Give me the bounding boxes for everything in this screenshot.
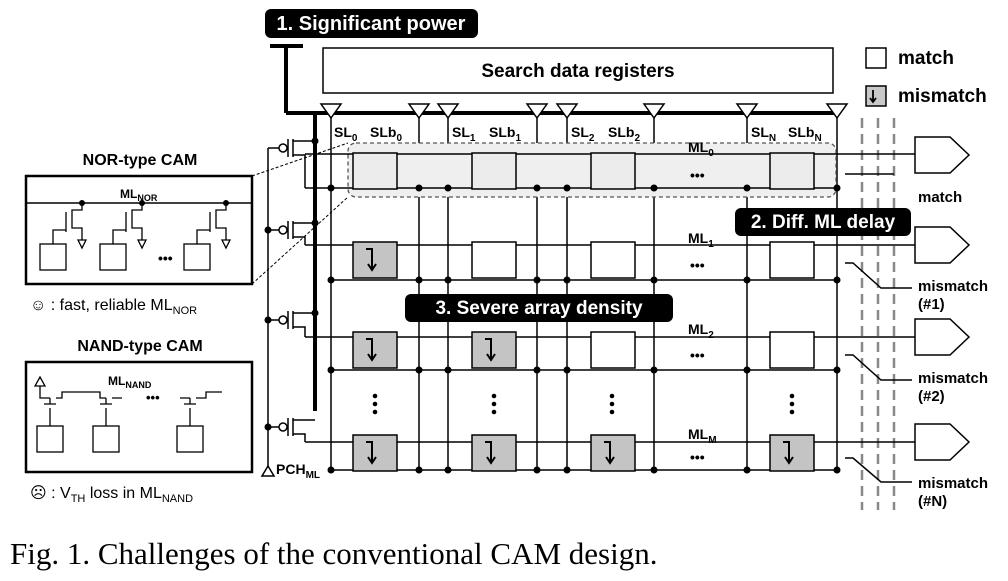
discharge-arrow-icon xyxy=(485,441,496,465)
dashed-lines xyxy=(860,118,896,510)
svg-text:ML1: ML1 xyxy=(688,230,714,250)
nand-note: ☹ : VTH loss in MLNAND xyxy=(30,485,193,505)
svg-text:(#N): (#N) xyxy=(918,493,947,510)
svg-text:3. Severe array density: 3. Severe array density xyxy=(435,298,642,319)
cam-cell-mismatch xyxy=(471,331,517,369)
cam-cell-match xyxy=(471,241,517,279)
sl-label-0: SL0 xyxy=(334,124,358,144)
cam-challenges-diagram: 1. Significant power Search data registe… xyxy=(24,9,988,510)
sl-label-n: SLN xyxy=(751,124,776,144)
slb-label-2: SLb2 xyxy=(608,124,640,144)
column-labels: SL0 SLb0 SL1 SLb1 SL2 SLb2 SLN SLbN xyxy=(334,124,822,144)
driver-triangle xyxy=(525,103,549,120)
svg-text:match: match xyxy=(918,189,962,206)
nor-cam-inset: NOR-type CAM MLNOR ••• ☺ : fast, rel xyxy=(24,142,349,317)
sl-label-1: SL1 xyxy=(452,124,476,144)
svg-text:NOR-type CAM: NOR-type CAM xyxy=(83,152,198,169)
discharge-arrow-icon xyxy=(485,338,496,362)
waveforms xyxy=(845,173,912,483)
driver-triangle xyxy=(735,103,759,120)
svg-text:MLNOR: MLNOR xyxy=(120,187,158,203)
cam-cell-match xyxy=(352,152,398,190)
svg-text:NAND-type CAM: NAND-type CAM xyxy=(77,338,202,355)
svg-text:ML2: ML2 xyxy=(688,321,714,341)
svg-text:match: match xyxy=(898,48,954,69)
cam-cell-mismatch xyxy=(352,241,398,279)
svg-text:(#1): (#1) xyxy=(918,296,945,313)
nand-cam-inset: NAND-type CAM MLNAND ••• ☹ : VTH loss in… xyxy=(24,338,254,505)
svg-text:•••: ••• xyxy=(690,257,705,273)
svg-text:mismatch: mismatch xyxy=(918,278,988,295)
svg-text:mismatch: mismatch xyxy=(898,86,987,107)
figure-caption: Fig. 1. Challenges of the conventional C… xyxy=(10,536,658,571)
sense-amp-ml0 xyxy=(914,136,971,174)
cam-cell-match xyxy=(769,241,815,279)
svg-text:Search data registers: Search data registers xyxy=(481,61,674,82)
cam-cell-match xyxy=(590,331,636,369)
search-data-registers: Search data registers xyxy=(322,47,834,94)
sense-amp-ml2 xyxy=(914,318,971,356)
slb-label-0: SLb0 xyxy=(370,124,402,144)
sl-label-2: SL2 xyxy=(571,124,595,144)
svg-text:ML0: ML0 xyxy=(688,139,714,159)
svg-text:1. Significant power: 1. Significant power xyxy=(277,13,466,35)
sl-drivers xyxy=(319,103,849,120)
cam-cell-match xyxy=(769,331,815,369)
driver-triangle xyxy=(319,103,343,120)
sense-amp-mlm xyxy=(914,423,971,461)
slb-label-n: SLbN xyxy=(788,124,822,144)
callout-significant-power: 1. Significant power xyxy=(265,9,478,38)
discharge-arrow-icon xyxy=(783,441,794,465)
svg-text:•••: ••• xyxy=(146,390,160,405)
discharge-arrow-icon xyxy=(604,441,615,465)
svg-text:mismatch: mismatch xyxy=(918,475,988,492)
cam-cell-mismatch xyxy=(471,434,517,472)
svg-text:PCHML: PCHML xyxy=(276,461,320,481)
discharge-arrow-icon xyxy=(366,441,377,465)
legend-match-swatch xyxy=(865,47,887,69)
svg-text:2. Diff. ML delay: 2. Diff. ML delay xyxy=(751,212,896,233)
cam-cell-match xyxy=(590,152,636,190)
row-ellipsis xyxy=(372,393,795,415)
svg-text:•••: ••• xyxy=(690,449,705,465)
ml-labels: ML0 ML1 ML2 MLM xyxy=(688,139,717,446)
svg-text:(#2): (#2) xyxy=(918,388,945,405)
junction-dots xyxy=(311,137,841,474)
svg-text:MLNAND: MLNAND xyxy=(108,374,152,390)
sense-amp-ml1 xyxy=(914,226,971,264)
driver-triangle xyxy=(825,103,849,120)
cam-cell-match xyxy=(769,152,815,190)
pch-dots xyxy=(264,219,319,431)
cam-cell-mismatch xyxy=(769,434,815,472)
cam-cell-match xyxy=(471,152,517,190)
svg-text:•••: ••• xyxy=(158,250,173,266)
driver-triangle xyxy=(407,103,431,120)
discharge-arrow-icon xyxy=(366,248,377,272)
callout-diff-ml-delay: 2. Diff. ML delay xyxy=(735,208,911,236)
driver-triangle xyxy=(436,103,460,120)
precharge-network xyxy=(267,113,317,462)
legend: match mismatch xyxy=(865,47,987,107)
cam-cell-match xyxy=(590,241,636,279)
cam-cell-mismatch xyxy=(590,434,636,472)
discharge-arrow-icon xyxy=(366,338,377,362)
sense-amps xyxy=(914,136,971,461)
cam-cell-mismatch xyxy=(352,331,398,369)
nor-note: ☺ : fast, reliable MLNOR xyxy=(30,297,197,317)
output-labels: match mismatch (#1) mismatch (#2) mismat… xyxy=(918,189,988,510)
cam-cell-mismatch xyxy=(352,434,398,472)
pch-ml-label: PCHML xyxy=(260,461,320,481)
svg-text:MLM: MLM xyxy=(688,426,717,446)
svg-text:•••: ••• xyxy=(690,347,705,363)
driver-triangle xyxy=(555,103,579,120)
column-ellipsis: ••• ••• ••• ••• xyxy=(690,167,705,465)
legend-mismatch-swatch xyxy=(865,85,887,107)
callout-severe-array-density: 3. Severe array density xyxy=(405,294,673,322)
svg-text:mismatch: mismatch xyxy=(918,370,988,387)
slb-label-1: SLb1 xyxy=(489,124,521,144)
driver-triangle xyxy=(642,103,666,120)
svg-text:•••: ••• xyxy=(690,167,705,183)
cam-cells xyxy=(352,152,815,472)
